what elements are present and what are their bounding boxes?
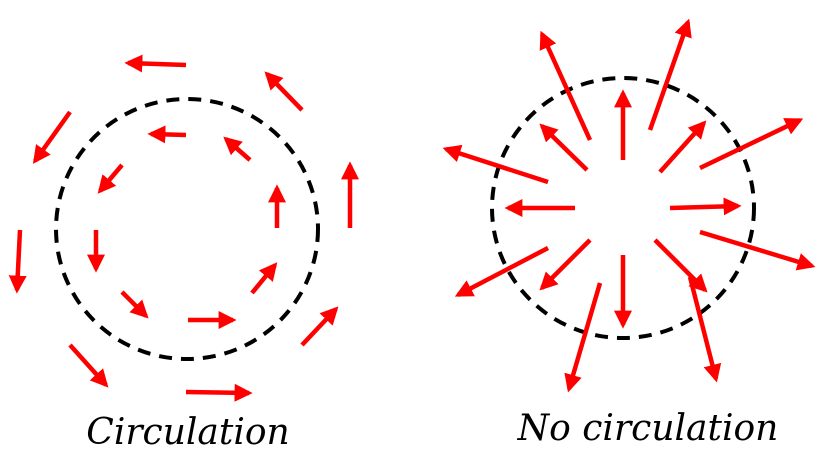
arrow-icon xyxy=(539,238,592,291)
arrow-icon xyxy=(264,71,304,112)
arrow-icon xyxy=(454,246,550,297)
arrow-icon xyxy=(147,125,187,144)
radial-arrows xyxy=(442,18,816,393)
circulation-label: Circulation xyxy=(86,412,289,453)
arrow-icon xyxy=(68,343,109,388)
arrow-icon xyxy=(185,383,253,402)
arrow-icon xyxy=(223,136,252,162)
arrow-icon xyxy=(539,123,589,172)
circulation-arrows xyxy=(8,54,359,402)
arrow-icon xyxy=(97,163,124,194)
arrow-icon xyxy=(699,229,816,271)
arrow-icon xyxy=(647,18,692,131)
arrow-icon xyxy=(32,110,72,164)
arrow-icon xyxy=(658,120,707,174)
no-circulation-dashed-circle xyxy=(490,76,756,340)
arrow-icon xyxy=(564,282,603,393)
arrow-icon xyxy=(687,276,722,383)
arrow-icon xyxy=(539,30,593,141)
arrow-icon xyxy=(250,262,278,295)
arrow-icon xyxy=(8,229,27,294)
arrow-icon xyxy=(120,290,149,319)
circulation-dashed-circle xyxy=(54,97,320,361)
arrow-icon xyxy=(442,144,549,185)
arrow-icon xyxy=(300,306,339,347)
arrow-icon xyxy=(699,117,804,171)
arrow-icon xyxy=(653,238,708,293)
arrow-icon xyxy=(124,54,187,73)
arrow-icon xyxy=(669,197,742,216)
no-circulation-label: No circulation xyxy=(517,408,779,449)
